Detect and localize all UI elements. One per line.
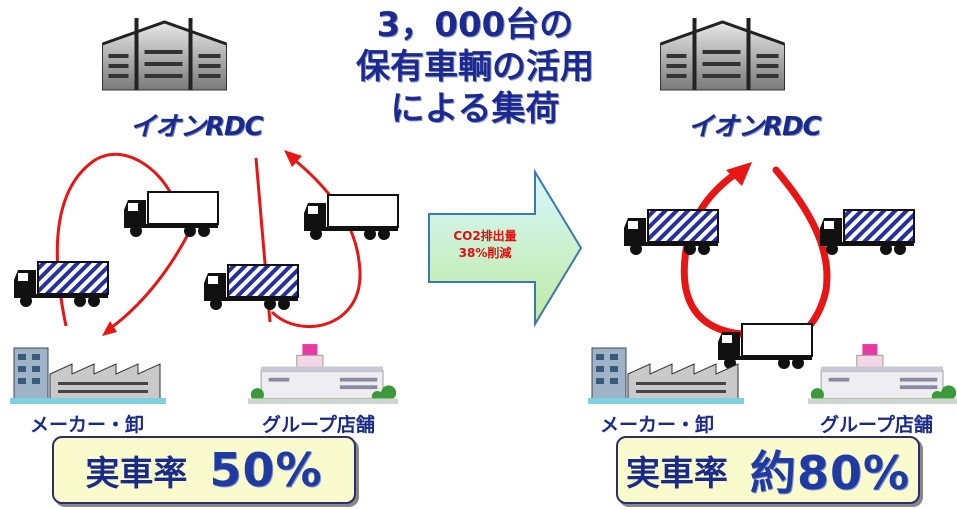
left-panel: イオンRDC メーカー・卸 グループ店舗 実車率 50% (0, 0, 400, 509)
right-group-store-label: グループ店舗 (820, 414, 933, 436)
co2-reduction-text: CO2排出量 38%削減 (435, 228, 535, 262)
route-arrowhead-right (284, 150, 302, 167)
co2-line-2: 38%削減 (458, 246, 512, 260)
store-icon (808, 342, 957, 408)
left-rate-value: 50% (209, 443, 323, 497)
right-rate-value: 約80% (749, 446, 911, 500)
co2-line-1: CO2排出量 (453, 229, 517, 243)
truck-hatched-icon (816, 208, 916, 256)
factory-icon (10, 338, 170, 408)
left-maker-label: メーカー・卸 (30, 414, 145, 436)
route-arrowhead-left (102, 321, 117, 336)
right-panel: イオンRDC メーカー・卸 グループ店舗 実車率 約80% (590, 0, 957, 509)
right-rate-box: 実車率 約80% (616, 436, 920, 504)
left-rate-box: 実車率 50% (52, 436, 356, 504)
center-arrow: CO2排出量 38%削減 (425, 168, 585, 328)
factory-icon (588, 338, 748, 408)
truck-hatched-icon (200, 263, 300, 311)
left-rdc-label: イオンRDC (130, 112, 264, 142)
route-arrowhead-return (726, 162, 752, 186)
headline-line-1: 3，000台の (376, 5, 574, 45)
headline-line-3: による集荷 (390, 89, 560, 129)
right-maker-label: メーカー・卸 (600, 414, 715, 436)
truck-hatched-icon (10, 260, 110, 308)
truck-white-icon (120, 190, 220, 238)
headline: 3，000台の 保有車輌の活用 による集荷 (320, 4, 630, 130)
left-rate-label: 実車率 (85, 453, 188, 494)
right-rdc-label: イオンRDC (688, 112, 822, 142)
route-loop-right (270, 156, 362, 328)
big-right-arrow-icon (428, 168, 583, 328)
right-rate-label: 実車率 (625, 453, 728, 494)
store-icon (248, 342, 398, 408)
route-outbound (772, 166, 831, 346)
truck-hatched-icon (620, 208, 720, 256)
headline-line-2: 保有車輌の活用 (356, 47, 594, 87)
left-group-store-label: グループ店舗 (262, 414, 375, 436)
truck-white-icon (300, 193, 400, 241)
